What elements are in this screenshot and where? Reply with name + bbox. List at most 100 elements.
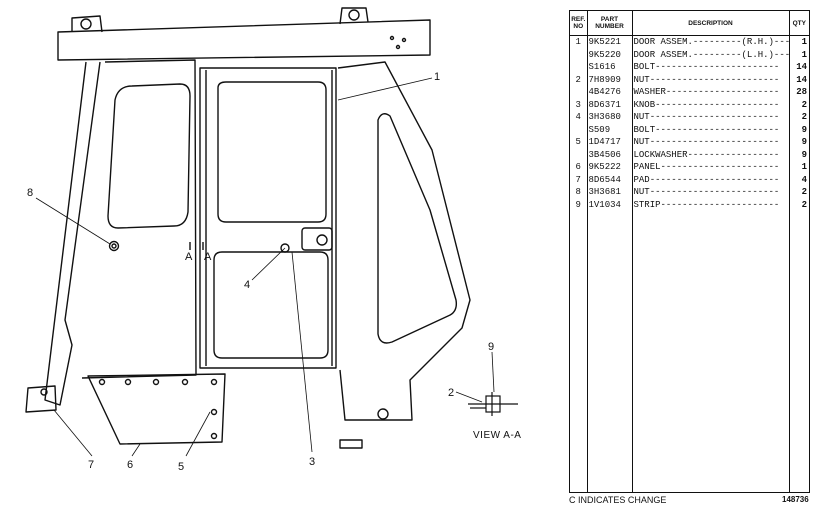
- cell-ref: 7: [570, 173, 588, 186]
- leader-1: [337, 77, 433, 101]
- view-label: VIEW A-A: [473, 430, 521, 441]
- left-lift-eye: [71, 15, 103, 33]
- page-id: 148736: [782, 495, 809, 504]
- cell-part: S1616: [587, 61, 633, 74]
- ref-number: 3: [575, 99, 581, 110]
- cell-qty: 2: [801, 199, 807, 210]
- parts-table-header: REF. NO PART NUMBER DESCRIPTION QTY: [570, 11, 809, 36]
- cell-ref: [570, 61, 588, 74]
- panel-bolt: [210, 432, 218, 440]
- cell-ref: [570, 148, 588, 161]
- panel-bolt: [152, 378, 160, 386]
- callout-1: 1: [434, 71, 440, 83]
- right-window: [377, 113, 458, 344]
- header-part-number: PART NUMBER: [587, 11, 633, 36]
- table-row: C91V1034STRIP----------------------2: [570, 198, 809, 211]
- cell-ref: C2: [570, 73, 588, 86]
- ref-number: 1: [575, 37, 581, 47]
- cell-description: NUT------------------------: [632, 136, 790, 149]
- panel-bolt: [181, 378, 189, 386]
- door-frame: [199, 67, 337, 369]
- door-lower-glass: [213, 251, 329, 359]
- ref-number: 7: [575, 174, 581, 185]
- cell-part: 9K5220: [587, 48, 633, 61]
- panel-bolt: [98, 378, 106, 386]
- cab-door-exploded-drawing: 1 2 3 4 5 6 7 8 9 A A VIEW A-A: [25, 7, 521, 473]
- cell-qty: 14: [796, 62, 807, 72]
- ref-number: 6: [575, 162, 581, 172]
- cell-ref: [570, 48, 588, 61]
- cell-description: NUT------------------------: [632, 186, 790, 199]
- right-frame-hole: [377, 408, 389, 420]
- cell-qty: 1: [801, 37, 807, 47]
- parts-list-table: REF. NO PART NUMBER DESCRIPTION QTY 1 9K5…: [569, 10, 810, 493]
- beam-bolt: [401, 37, 407, 43]
- cell-part: 3B4506: [587, 148, 633, 161]
- cell-qty: 2: [801, 112, 807, 122]
- cell-description: BOLT-----------------------: [632, 123, 790, 136]
- ref-number: 8: [575, 187, 581, 197]
- ref-number: 2: [575, 74, 581, 85]
- leader-4: [251, 247, 286, 281]
- leader-8: [35, 197, 111, 245]
- callout-5: 5: [178, 461, 184, 473]
- leader-3: [291, 251, 313, 453]
- callout-4: 4: [244, 279, 250, 291]
- bottom-panel: [87, 373, 226, 445]
- section-mark-left: A: [185, 251, 193, 263]
- callout-3: 3: [309, 456, 315, 468]
- door-knob: [316, 234, 328, 246]
- leader-5: [185, 411, 211, 457]
- ref-number: 4: [575, 112, 581, 122]
- right-side-frame: [337, 61, 471, 421]
- leader-6: [131, 443, 141, 457]
- cell-part: 1V1034: [587, 198, 633, 211]
- header-ref-no: REF. NO: [570, 11, 588, 36]
- cell-description: DOOR ASSEM.---------(L.H.)----: [632, 48, 790, 61]
- callout-9: 9: [488, 341, 494, 353]
- ref-number: 5: [575, 137, 581, 147]
- cell-ref: 4: [570, 111, 588, 124]
- cell-description: DOOR ASSEM.---------(R.H.)----: [632, 35, 790, 49]
- beam-bolt: [389, 35, 395, 41]
- beam-bolt: [395, 44, 401, 50]
- cell-qty: 2: [801, 187, 807, 197]
- cell-description: NUT------------------------: [632, 73, 790, 86]
- header-qty: QTY: [789, 11, 809, 36]
- leader-9: [491, 351, 495, 393]
- cell-qty: 9: [801, 124, 807, 135]
- leader-7: [53, 409, 93, 457]
- cell-part: 8D6544: [587, 173, 633, 186]
- left-pad: [25, 385, 57, 413]
- left-frame-edge: [81, 59, 197, 379]
- cell-ref: [570, 123, 588, 136]
- left-lift-hole: [80, 18, 92, 30]
- left-nut: [108, 240, 120, 252]
- header-description: DESCRIPTION: [632, 11, 790, 36]
- cell-description: NUT------------------------: [632, 111, 790, 124]
- cell-ref: 6: [570, 161, 588, 174]
- cell-qty: 2: [801, 99, 807, 110]
- cell-description: PANEL----------------------: [632, 161, 790, 174]
- cell-part: 8D6371: [587, 98, 633, 111]
- cell-ref: C9: [570, 198, 588, 211]
- right-lift-hole: [348, 9, 360, 21]
- view-a-a-detail: [468, 392, 518, 416]
- cell-ref: [570, 86, 588, 99]
- cell-ref: 5: [570, 136, 588, 149]
- right-lift-eye: [339, 7, 369, 25]
- cell-part: 4B4276: [587, 86, 633, 99]
- callout-2: 2: [448, 387, 454, 399]
- cell-description: PAD------------------------: [632, 173, 790, 186]
- change-legend: C INDICATES CHANGE: [569, 495, 667, 505]
